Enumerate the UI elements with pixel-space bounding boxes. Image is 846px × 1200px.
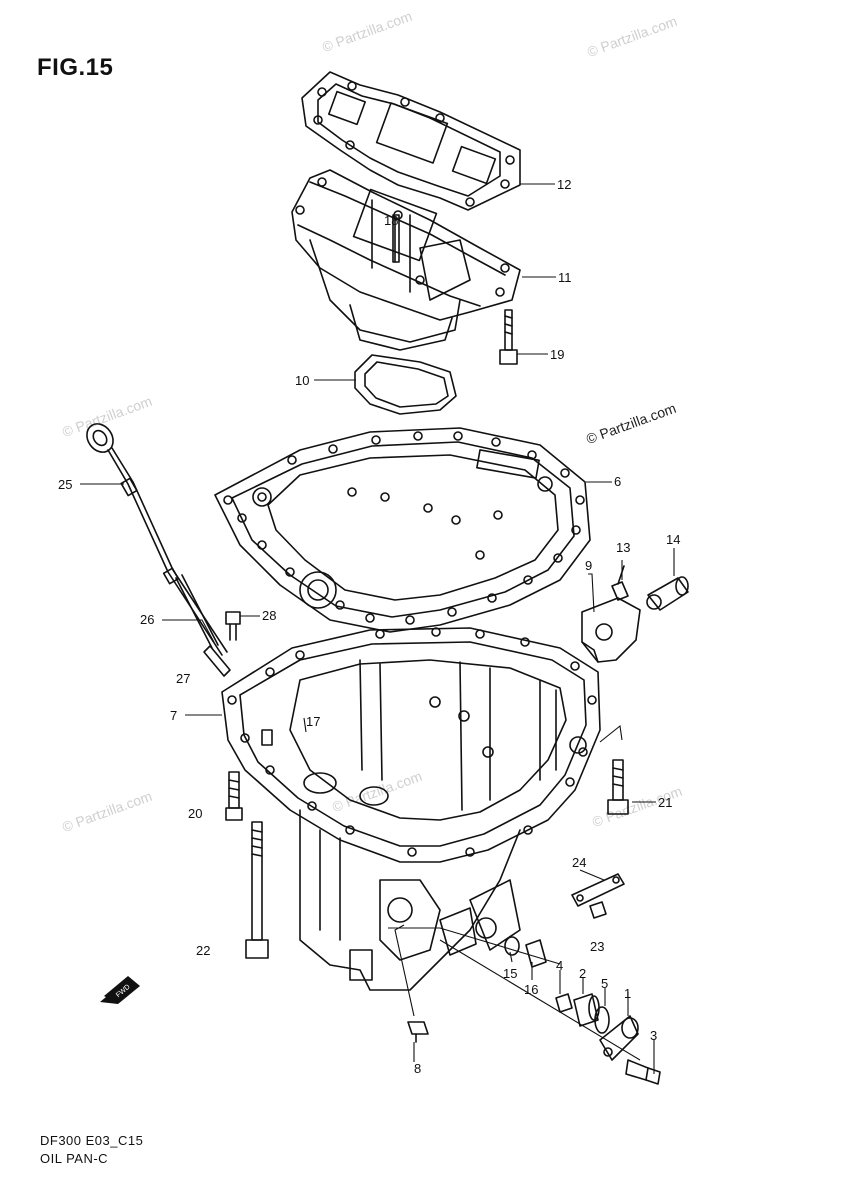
bolt-3 (625, 1059, 661, 1085)
guide-tube-26 (175, 574, 231, 677)
bolt-20 (225, 771, 243, 821)
callout-11: 11 (558, 270, 572, 285)
plug-16 (525, 939, 547, 968)
oil-pan-7 (221, 627, 601, 991)
bolt-21 (607, 759, 629, 815)
gasket-10 (354, 354, 457, 415)
bolt-13 (611, 565, 629, 601)
fitting-14 (646, 576, 689, 611)
gasket-12 (301, 71, 521, 211)
figure-title: FIG.15 (37, 54, 114, 81)
o-ring-15 (504, 936, 520, 956)
callout-18: 18 (384, 213, 398, 228)
callout-24: 24 (572, 855, 586, 870)
callout-22: 22 (196, 943, 210, 958)
plug-4 (555, 993, 573, 1013)
callout-1: 1 (624, 986, 631, 1001)
callout-10: 10 (295, 373, 309, 388)
o-ring-5 (594, 1006, 610, 1034)
callout-4: 4 (556, 958, 563, 973)
figure-name: OIL PAN-C (40, 1151, 109, 1166)
bolt-22 (245, 821, 269, 959)
figure-code: DF300 E03_C15 (40, 1133, 144, 1148)
callout-14: 14 (666, 532, 680, 547)
callout-26: 26 (140, 612, 154, 627)
callout-13: 13 (616, 540, 630, 555)
callout-2: 2 (579, 966, 586, 981)
callout-3: 3 (650, 1028, 657, 1043)
callout-19: 19 (550, 347, 564, 362)
callout-8: 8 (414, 1061, 421, 1076)
callout-6: 6 (614, 474, 621, 489)
dowel-17 (261, 729, 273, 746)
callout-25: 25 (58, 477, 72, 492)
cover-1 (599, 1015, 639, 1061)
callout-21: 21 (658, 795, 672, 810)
callout-5: 5 (601, 976, 608, 991)
bolt-19 (499, 309, 518, 365)
callout-20: 20 (188, 806, 202, 821)
sensor-8 (407, 1021, 429, 1043)
callout-9: 9 (585, 558, 592, 573)
oil-strainer-housing-11 (291, 169, 521, 351)
forward-arrow: FWD (100, 976, 140, 1004)
bolt-18 (392, 214, 400, 263)
callout-7: 7 (170, 708, 177, 723)
callout-28: 28 (262, 608, 276, 623)
outlet-cover-9 (581, 597, 641, 663)
callout-23: 23 (590, 939, 604, 954)
oil-pan-gasket-6 (214, 427, 591, 633)
callout-17: 17 (306, 714, 320, 729)
callout-12: 12 (557, 177, 571, 192)
callout-16: 16 (524, 982, 538, 997)
bolt-28 (225, 611, 241, 641)
bolt-23 (589, 901, 607, 919)
bracket-24 (571, 873, 625, 907)
callout-27: 27 (176, 671, 190, 686)
callout-15: 15 (503, 966, 517, 981)
